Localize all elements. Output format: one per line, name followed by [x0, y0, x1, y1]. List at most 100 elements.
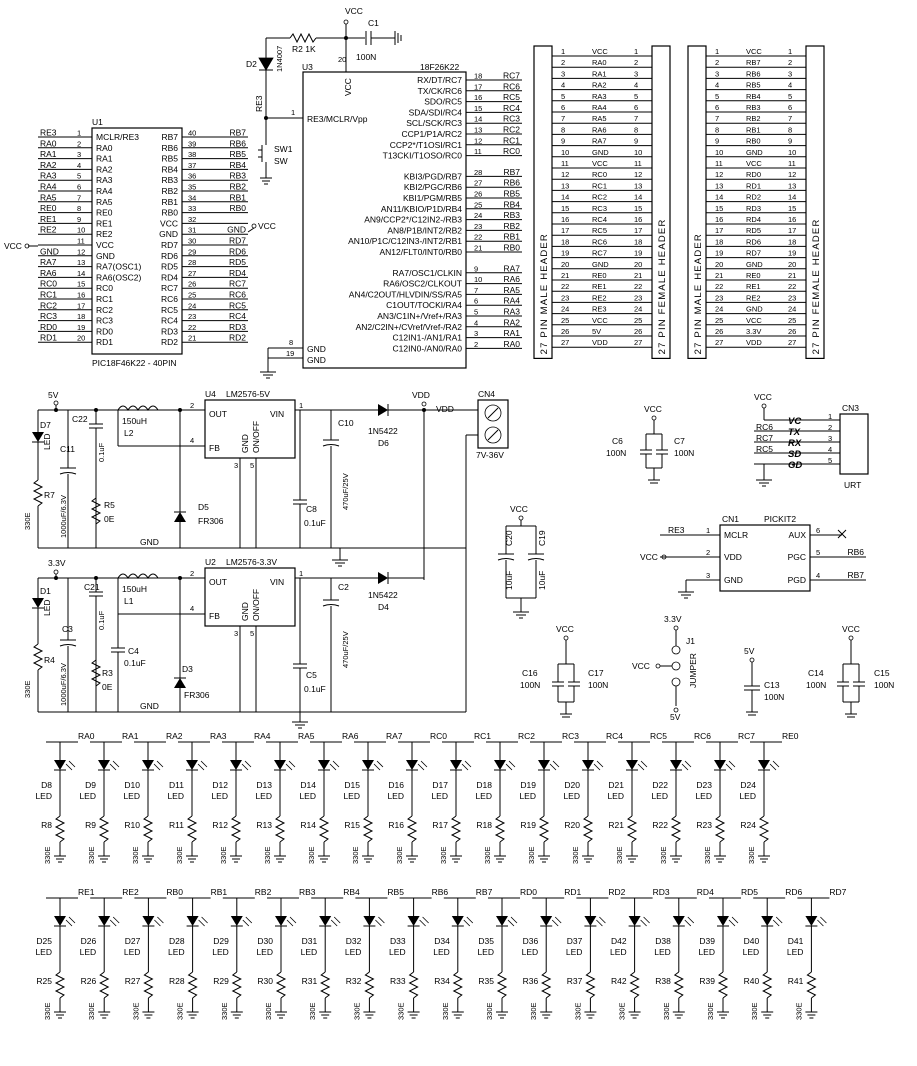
r7-ref: R7 — [44, 490, 55, 500]
u1-part-name: PIC18F46K22 - 40PIN — [92, 358, 177, 368]
resistor-symbol — [143, 971, 154, 999]
led-net-label: RA2 — [166, 731, 183, 741]
resistor-symbol — [231, 971, 242, 999]
c3-value: 1000uF/6.3V — [59, 663, 68, 706]
u3-net-label: RA7 — [503, 263, 520, 273]
u3-pin-num: 22 — [474, 233, 482, 242]
led-type: LED — [80, 947, 97, 957]
female-header-label: 27 PIN FEMALE HEADER — [657, 218, 668, 354]
u1-net-label: RD5 — [229, 257, 246, 267]
led-type: LED — [522, 947, 539, 957]
resistor-value: 330E — [618, 1002, 627, 1020]
psu33-gnd-label: GND — [140, 701, 159, 711]
resistor-ref: R10 — [124, 820, 140, 830]
led-type: LED — [79, 791, 96, 801]
header-pin-right: 16 — [788, 215, 796, 224]
header-pin-net: GND — [746, 148, 763, 157]
male-header-label: 27 PIN MALE HEADER — [693, 233, 704, 354]
c13-value: 100N — [764, 692, 784, 702]
header-pin-net: RC0 — [592, 170, 607, 179]
u3-net-label: RB4 — [503, 199, 520, 209]
resistor-symbol — [494, 815, 506, 843]
u1-pin-num: 14 — [77, 269, 85, 278]
u1-pin-num: 6 — [77, 183, 81, 192]
led-icon — [540, 916, 553, 926]
header-pin-net: RD6 — [746, 237, 761, 246]
led-type: LED — [256, 947, 273, 957]
resistor-ref: R41 — [788, 976, 804, 986]
j1-bot: 5V — [670, 712, 681, 722]
led-ref: D9 — [85, 780, 96, 790]
c15-value: 100N — [874, 680, 894, 690]
header-pin-right: 11 — [788, 159, 796, 168]
header-pin-left: 6 — [561, 103, 565, 112]
led-ref: D13 — [256, 780, 272, 790]
header-pin-net: GND — [592, 148, 609, 157]
c10-ref: C10 — [338, 418, 354, 428]
u1-pin-name: RB5 — [161, 154, 178, 164]
header-pin-net: RE0 — [592, 271, 607, 280]
header-pin-right: 12 — [634, 170, 642, 179]
header-pin-net: RA2 — [592, 81, 607, 90]
u1-pin-num: 33 — [188, 204, 196, 213]
u2-onoff: ON/OFF — [251, 589, 261, 621]
c13-rail: 5V — [744, 646, 755, 656]
header-pin-left: 21 — [715, 271, 723, 280]
led-type: LED — [168, 947, 185, 957]
u3-pin-num: 5 — [474, 308, 478, 317]
u3-net-label: RA6 — [503, 274, 520, 284]
header-pin-net: GND — [746, 260, 763, 269]
l1-value: 150uH — [122, 584, 147, 594]
resistor-symbol — [673, 971, 684, 999]
led-icon — [758, 760, 770, 770]
resistor-ref: R23 — [696, 820, 712, 830]
led-ref: D11 — [169, 780, 184, 790]
d3-part: FR306 — [184, 690, 210, 700]
header-pin-right: 10 — [788, 148, 796, 157]
u3-pin-name: T13CKI/T1OSO/RC0 — [383, 151, 463, 161]
resistor-ref: R39 — [699, 976, 715, 986]
j1-top: 3.3V — [664, 614, 682, 624]
resistor-ref: R20 — [564, 820, 580, 830]
header-pin-left: 24 — [561, 305, 569, 314]
led-ref: D30 — [257, 936, 273, 946]
u1-pin-name: RC3 — [96, 316, 113, 326]
u1-net-label: RD6 — [229, 246, 246, 256]
resistor-value: 330E — [220, 1002, 229, 1020]
cn1-net-label: RB6 — [847, 547, 864, 557]
u1-pin-name: MCLR/RE3 — [96, 132, 139, 142]
u3-pin-num: 23 — [474, 222, 482, 231]
u1-pin-num: 20 — [77, 334, 85, 343]
led-ref: D10 — [124, 780, 140, 790]
header-pin-right: 10 — [634, 148, 642, 157]
led-type: LED — [695, 791, 712, 801]
header-pin-right: 23 — [634, 293, 642, 302]
led-type: LED — [475, 791, 492, 801]
resistor-symbol — [362, 815, 374, 843]
u3-pin-name: RA6/OSC2/CLKOUT — [383, 279, 462, 289]
header-pin-right: 3 — [788, 69, 792, 78]
c14-value: 100N — [806, 680, 826, 690]
u1-net-label: RE0 — [40, 203, 57, 213]
header-pin-left: 23 — [561, 293, 569, 302]
led-ref: D37 — [567, 936, 583, 946]
resistor-symbol — [450, 815, 462, 843]
led-ref: D29 — [213, 936, 229, 946]
resistor-value: 330E — [43, 1002, 52, 1020]
resistor-ref: R37 — [567, 976, 583, 986]
header-pin-right: 9 — [634, 137, 638, 146]
u3-net-label: RB0 — [503, 243, 520, 253]
resistor-value: 330E — [529, 1002, 538, 1020]
u1-pin-name: RA0 — [96, 143, 113, 153]
header-pin-right: 21 — [788, 271, 796, 280]
u1-pin-name: RA6(OSC2) — [96, 272, 142, 282]
header-pin-net: RA4 — [592, 103, 607, 112]
resistor-value: 330E — [483, 846, 492, 864]
u3-gnd-label-1: GND — [307, 344, 326, 354]
u3-gnd-pin-2: 19 — [286, 349, 294, 358]
led-ref: D39 — [699, 936, 715, 946]
led-ref: D12 — [212, 780, 228, 790]
u3-pin-name: AN4/C2OUT/HLVDIN/SS/RA5 — [349, 289, 462, 299]
header-pin-right: 12 — [788, 170, 796, 179]
